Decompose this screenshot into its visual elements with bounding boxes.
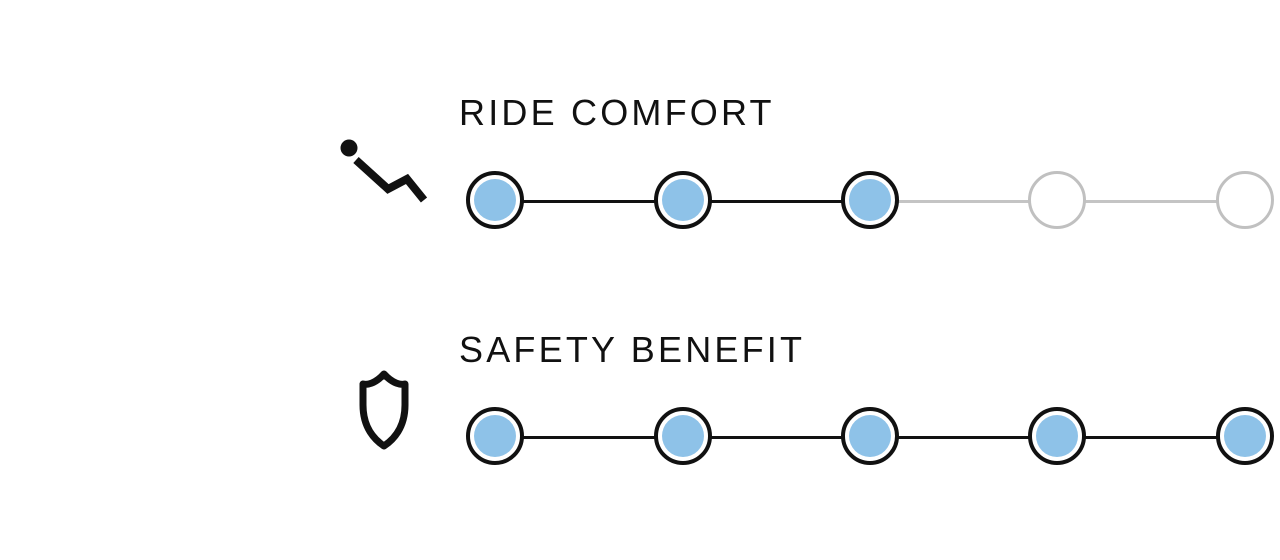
scale-connector [495,435,683,439]
rating-dot[interactable] [466,171,524,229]
scale-connector [683,435,870,439]
shield-icon [336,352,432,452]
rating-dot[interactable] [1028,171,1086,229]
scale-track [466,171,1280,231]
scale-connector [1057,435,1245,439]
scale-connector [683,199,870,203]
bumpy-road-icon [336,135,432,235]
rating-row-safety-benefit: SAFETY BENEFIT [0,332,1280,492]
rating-dot[interactable] [1216,171,1274,229]
rating-scale-safety-benefit [466,407,1280,467]
rating-label-safety-benefit: SAFETY BENEFIT [459,329,806,370]
rating-dot[interactable] [654,407,712,465]
rating-dot[interactable] [466,407,524,465]
scale-connector [1057,199,1245,203]
scale-track [466,407,1280,467]
rating-dot[interactable] [1028,407,1086,465]
rating-row-ride-comfort: RIDE COMFORT [0,95,1280,255]
scale-connector [495,199,683,203]
rating-label-ride-comfort: RIDE COMFORT [459,92,775,133]
rating-dot[interactable] [841,171,899,229]
rating-dot[interactable] [1216,407,1274,465]
rating-dot[interactable] [841,407,899,465]
rating-scale-ride-comfort [466,171,1280,231]
scale-connector [870,435,1057,439]
rating-dot[interactable] [654,171,712,229]
scale-connector [870,199,1057,203]
